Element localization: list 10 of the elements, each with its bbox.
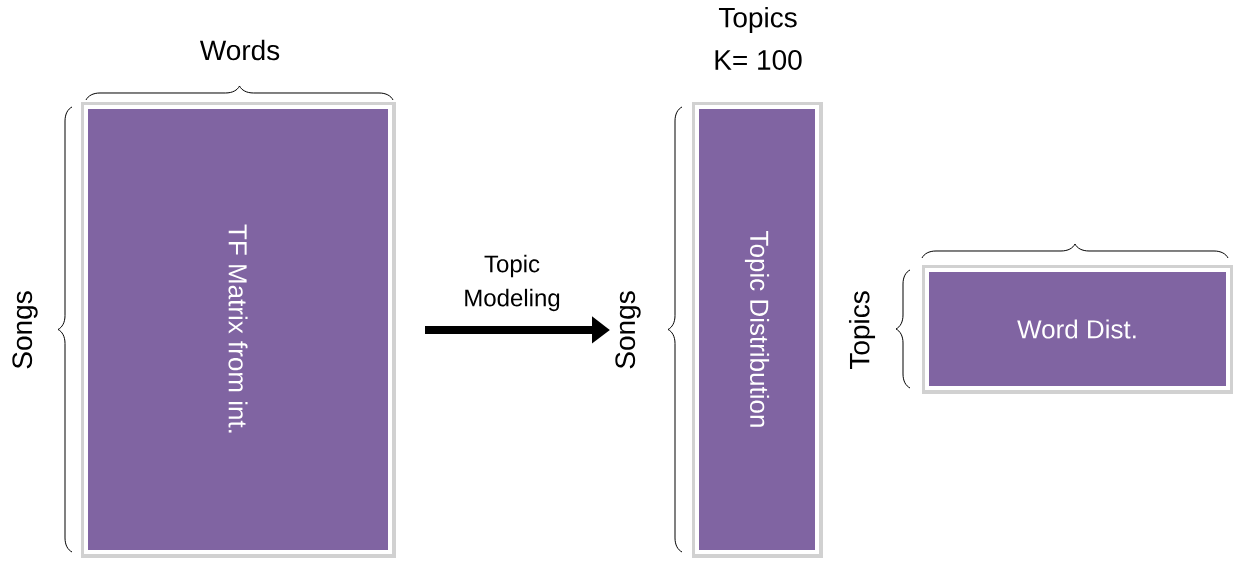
axis-label: Topics [848, 291, 876, 370]
axis-label: Words [199, 39, 280, 61]
axis-label: Topics [718, 6, 797, 34]
matrix-box: Topic Distribution [692, 102, 823, 558]
axis-label: Songs [12, 291, 38, 369]
axis-label: Songs [615, 291, 641, 369]
axis-label: K= 100 [715, 50, 802, 70]
matrix-box: Word Dist. [922, 265, 1233, 394]
matrix-box: TF Matrix from int. [81, 102, 396, 558]
process-label: Topic Modeling [465, 254, 560, 312]
